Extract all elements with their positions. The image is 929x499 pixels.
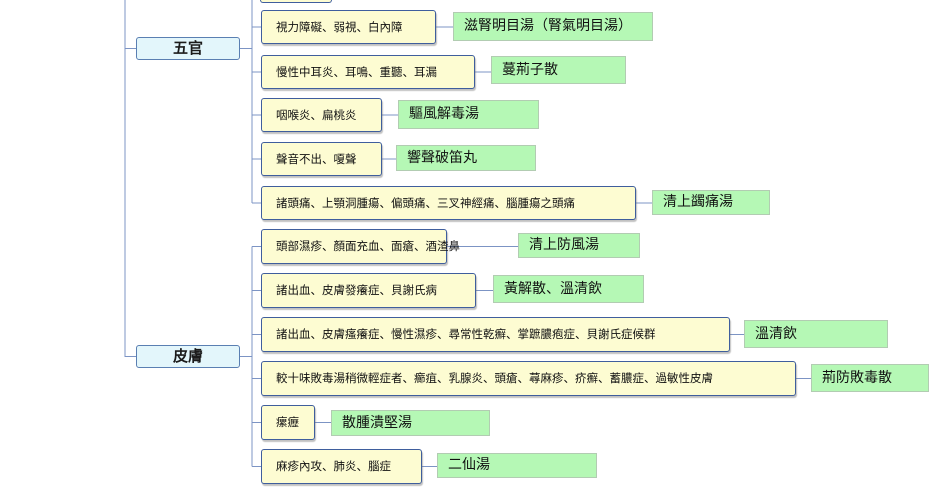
symptom-node[interactable]: 諸出血、皮膚發癢症、貝謝氏病 xyxy=(261,273,476,308)
symptom-node[interactable]: 麻疹內攻、肺炎、腦症 xyxy=(261,449,422,484)
formula-node[interactable]: 二仙湯 xyxy=(437,453,597,478)
formula-node[interactable]: 溫清飲 xyxy=(744,320,888,348)
formula-node[interactable]: 驅風解毒湯 xyxy=(398,100,539,129)
formula-node[interactable]: 荊防敗毒散 xyxy=(811,364,929,392)
symptom-node[interactable]: 視力障礙、弱視、白內障 xyxy=(261,10,436,44)
symptom-node[interactable]: 聲音不出、嗄聲 xyxy=(261,142,382,176)
symptom-node[interactable]: 諸出血、皮膚瘙癢症、慢性濕疹、尋常性乾癬、掌蹠膿疱症、貝謝氏症候群 xyxy=(261,317,730,352)
symptom-node[interactable]: 諸頭痛、上顎洞腫瘍、偏頭痛、三叉神經痛、腦腫瘍之頭痛 xyxy=(261,186,636,220)
symptom-node[interactable]: 咽喉炎、扁桃炎 xyxy=(261,98,382,132)
formula-node[interactable]: 清上蠲痛湯 xyxy=(652,190,770,215)
formula-node[interactable]: 滋腎明目湯（腎氣明目湯） xyxy=(453,12,653,41)
symptom-node[interactable]: 慢性中耳炎、耳鳴、重聽、耳漏 xyxy=(261,55,475,89)
formula-node[interactable]: 清上防風湯 xyxy=(518,233,640,258)
formula-node[interactable]: 蔓荊子散 xyxy=(491,56,626,84)
formula-node[interactable]: 響聲破笛丸 xyxy=(396,145,536,171)
category-node-wuguan[interactable]: 五官 xyxy=(136,37,240,60)
formula-node[interactable]: 散腫潰堅湯 xyxy=(331,410,490,436)
formula-node[interactable]: 黃解散、溫清飲 xyxy=(493,275,644,303)
partial-node-above xyxy=(260,0,332,3)
category-node-pifu[interactable]: 皮膚 xyxy=(136,345,240,368)
symptom-node[interactable]: 瘰癧 xyxy=(261,405,315,440)
symptom-node[interactable]: 頭部濕疹、顏面充血、面瘡、酒渣鼻 xyxy=(261,229,460,264)
symptom-node[interactable]: 較十味敗毒湯稍微輕症者、癤疽、乳腺炎、頭瘡、蕁麻疹、疥癬、蓄膿症、過敏性皮膚 xyxy=(261,361,796,396)
